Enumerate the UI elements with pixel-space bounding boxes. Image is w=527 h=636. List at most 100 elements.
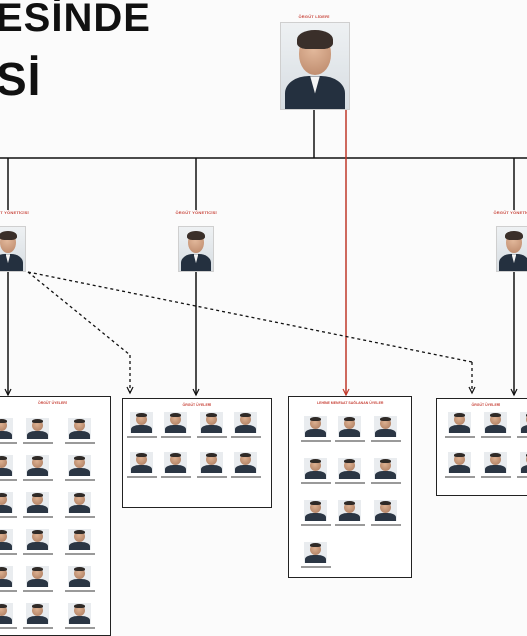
member-photo xyxy=(374,416,397,437)
member-caption-mark xyxy=(161,436,191,438)
member-photo xyxy=(26,418,49,439)
member-caption-mark xyxy=(23,627,53,629)
member-caption-mark xyxy=(335,524,365,526)
member-caption-mark xyxy=(371,524,401,526)
member-photo xyxy=(26,603,49,624)
member-caption-mark xyxy=(23,553,53,555)
manager-photo-1 xyxy=(0,226,26,272)
member-photo xyxy=(26,455,49,476)
member-photo xyxy=(234,412,257,433)
member-photo xyxy=(68,566,91,587)
member-caption-mark xyxy=(481,476,511,478)
member-caption-mark xyxy=(197,436,227,438)
member-caption-mark xyxy=(0,479,17,481)
member-caption-mark xyxy=(0,442,17,444)
member-photo xyxy=(68,492,91,513)
dotted-line-to-group-4 xyxy=(28,272,472,362)
member-photo xyxy=(234,452,257,473)
member-photo xyxy=(200,412,223,433)
member-photo xyxy=(304,542,327,563)
member-photo xyxy=(0,418,13,439)
member-caption-mark xyxy=(23,479,53,481)
top-node-photo xyxy=(280,22,350,110)
member-caption-mark xyxy=(65,590,95,592)
member-caption-mark xyxy=(23,516,53,518)
member-photo xyxy=(68,418,91,439)
member-photo xyxy=(304,458,327,479)
member-photo xyxy=(0,492,13,513)
member-photo xyxy=(338,416,361,437)
title-line-2: Sİ xyxy=(0,56,41,102)
member-caption-mark xyxy=(127,476,157,478)
member-photo xyxy=(0,455,13,476)
member-photo xyxy=(520,452,527,473)
member-photo xyxy=(448,452,471,473)
member-photo xyxy=(484,452,507,473)
group-label-1: ÖRGÜT ÜYELERİ xyxy=(38,401,67,405)
member-caption-mark xyxy=(0,516,17,518)
member-caption-mark xyxy=(335,440,365,442)
member-photo xyxy=(0,603,13,624)
member-caption-mark xyxy=(301,566,331,568)
member-caption-mark xyxy=(231,436,261,438)
member-photo xyxy=(68,603,91,624)
member-photo xyxy=(130,412,153,433)
member-caption-mark xyxy=(161,476,191,478)
member-photo xyxy=(448,412,471,433)
member-caption-mark xyxy=(23,442,53,444)
member-caption-mark xyxy=(127,436,157,438)
member-photo xyxy=(374,500,397,521)
member-caption-mark xyxy=(445,436,475,438)
member-caption-mark xyxy=(65,516,95,518)
member-photo xyxy=(164,452,187,473)
member-photo xyxy=(68,455,91,476)
member-photo xyxy=(26,566,49,587)
member-caption-mark xyxy=(23,590,53,592)
member-photo xyxy=(374,458,397,479)
manager-label-2: ÖRGÜT YÖNETİCİSİ xyxy=(176,210,217,215)
group-label-4: ÖRGÜT ÜYELERİ xyxy=(472,403,501,407)
group-label-2: ÖRGÜT ÜYELERİ xyxy=(183,403,212,407)
member-caption-mark xyxy=(65,442,95,444)
member-photo xyxy=(164,412,187,433)
manager-photo-2 xyxy=(178,226,214,272)
manager-photo-3 xyxy=(496,226,527,272)
member-photo xyxy=(304,416,327,437)
dotted-line-to-group-2 xyxy=(28,272,130,355)
member-photo xyxy=(520,412,527,433)
member-caption-mark xyxy=(445,476,475,478)
member-caption-mark xyxy=(65,479,95,481)
member-caption-mark xyxy=(65,553,95,555)
member-caption-mark xyxy=(481,436,511,438)
top-node-label: ÖRGÜT LİDERİ xyxy=(299,14,330,19)
member-photo xyxy=(200,452,223,473)
member-caption-mark xyxy=(197,476,227,478)
member-caption-mark xyxy=(0,553,17,555)
member-photo xyxy=(26,529,49,550)
member-caption-mark xyxy=(231,476,261,478)
member-caption-mark xyxy=(0,590,17,592)
member-photo xyxy=(338,458,361,479)
member-photo xyxy=(26,492,49,513)
manager-label-1: ÖRGÜT YÖNETİCİSİ xyxy=(0,210,29,215)
member-photo xyxy=(484,412,507,433)
member-caption-mark xyxy=(301,482,331,484)
title-line-1: ESİNDE xyxy=(0,0,151,38)
member-caption-mark xyxy=(301,524,331,526)
member-photo xyxy=(0,566,13,587)
member-caption-mark xyxy=(0,627,17,629)
member-caption-mark xyxy=(517,476,527,478)
group-label-3: LEHİNE MENFAAT SAĞLANAN ÜYELER xyxy=(317,401,383,405)
member-caption-mark xyxy=(517,436,527,438)
member-caption-mark xyxy=(301,440,331,442)
member-photo xyxy=(304,500,327,521)
member-photo xyxy=(338,500,361,521)
member-caption-mark xyxy=(371,440,401,442)
member-caption-mark xyxy=(65,627,95,629)
member-photo xyxy=(0,529,13,550)
member-caption-mark xyxy=(335,482,365,484)
member-caption-mark xyxy=(371,482,401,484)
member-photo xyxy=(130,452,153,473)
manager-label-3: ÖRGÜT YÖNETİCİSİ xyxy=(494,210,527,215)
